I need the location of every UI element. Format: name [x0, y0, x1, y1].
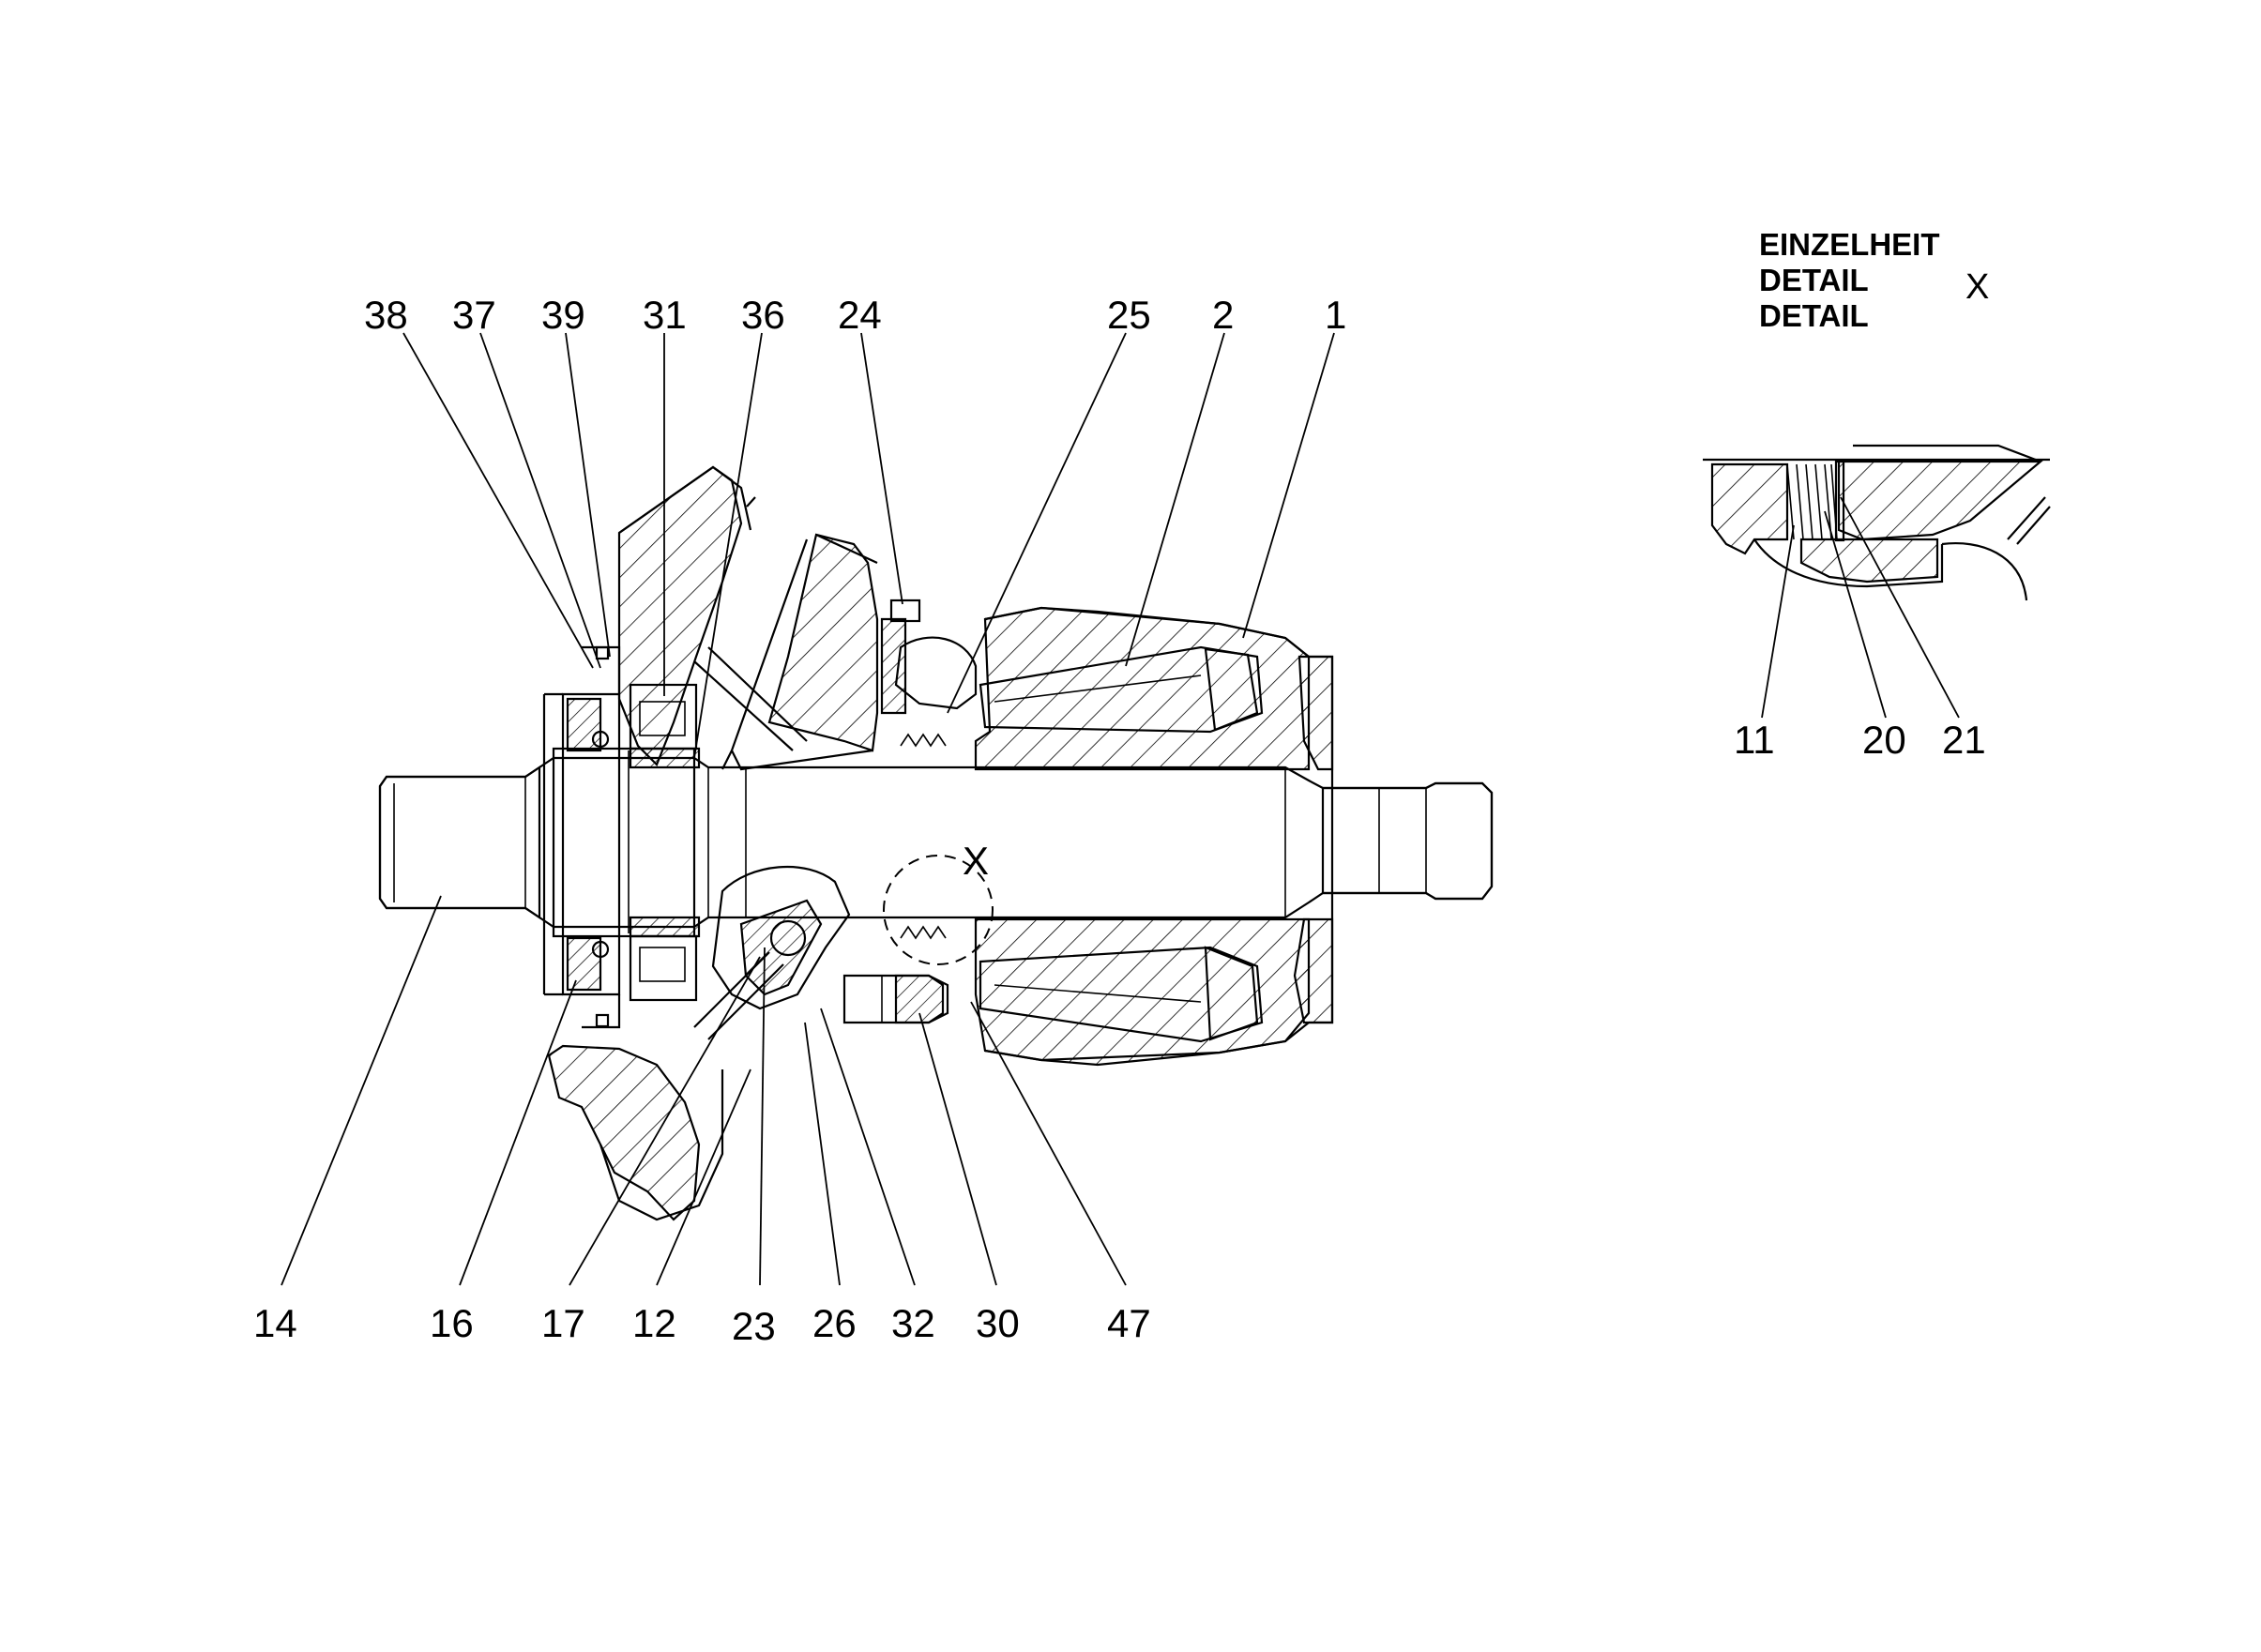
callout-32: 32: [891, 1301, 935, 1345]
detail-bottom-block: [1799, 538, 1939, 584]
swash-ball: [769, 919, 807, 957]
callout-14: 14: [253, 1301, 297, 1345]
spring-upper: [900, 733, 947, 748]
housing-outline: [984, 606, 1310, 1062]
callout-37: 37: [452, 293, 496, 337]
seal-oring-upper: [591, 730, 610, 749]
callout-26: 26: [812, 1301, 857, 1345]
bolt-line-lower: [693, 951, 770, 1028]
yoke-outline: [599, 465, 756, 1221]
cradle-outline: [721, 534, 878, 771]
callout-38: 38: [364, 293, 408, 337]
detail-title-line2: DETAIL: [1759, 263, 1869, 297]
callout-1: 1: [1325, 293, 1346, 337]
callout-31: 31: [643, 293, 687, 337]
detail-title-ref: X: [1965, 267, 1989, 307]
upper-ball-seat: [894, 636, 978, 710]
detail-title-line3: DETAIL: [1759, 298, 1869, 333]
spring-lower: [900, 925, 947, 940]
shaft-spline-end: [1321, 781, 1494, 901]
piston-upper-head: [1204, 647, 1259, 732]
detail-view: EINZELHEIT DETAIL DETAIL X 11 20 21: [1703, 227, 2051, 762]
callout-11: 11: [1734, 718, 1775, 762]
retaining-ring-upper: [595, 645, 610, 660]
callout-17: 17: [541, 1301, 585, 1345]
callout-30: 30: [976, 1301, 1020, 1345]
main-shaft: [378, 756, 1494, 929]
callout-25: 25: [1107, 293, 1151, 337]
detail-x-circle: [883, 855, 994, 965]
seal-oring-lower: [591, 940, 610, 959]
callout-24: 24: [838, 293, 882, 337]
bolt-line-upper: [707, 646, 808, 742]
callout-47: 47: [1107, 1301, 1151, 1345]
piston-lower-head: [1204, 946, 1259, 1041]
shaft-input-stub: [378, 765, 541, 920]
shaft-collar: [552, 747, 696, 938]
callout-2: 2: [1212, 293, 1234, 337]
callouts-bottom: 14 16 17 12 23 26 32 30 47: [253, 1301, 1151, 1348]
callout-21: 21: [1942, 718, 1986, 762]
detail-title-line1: EINZELHEIT: [1759, 227, 1940, 262]
callout-16: 16: [430, 1301, 474, 1345]
swash-plate-lower: [711, 865, 851, 1010]
piston-lower: [979, 946, 1264, 1043]
yoke-casting-lower: [547, 1044, 701, 1221]
callout-39: 39: [541, 293, 585, 337]
seal-block-24: [889, 599, 921, 623]
cradle-wedge: [767, 533, 879, 752]
callout-23: 23: [732, 1304, 776, 1348]
detail-right-block: [1837, 460, 2044, 541]
main-assembly: X: [378, 465, 1494, 1221]
yoke-casting-upper: [617, 465, 743, 766]
callout-20: 20: [1862, 718, 1906, 762]
leader-lines-main: [281, 332, 1335, 1286]
detail-spring-11: [1786, 463, 1813, 540]
detail-left-block: [1710, 462, 1789, 555]
detail-spring-20: [1814, 463, 1838, 540]
callout-36: 36: [741, 293, 785, 337]
retaining-ring-lower: [595, 1013, 610, 1028]
detail-x-marker: X: [963, 839, 989, 883]
piston-upper: [979, 645, 1264, 734]
callouts-top: 38 37 39 31 36 24 25 2 1: [364, 293, 1346, 337]
callout-12: 12: [632, 1301, 676, 1345]
